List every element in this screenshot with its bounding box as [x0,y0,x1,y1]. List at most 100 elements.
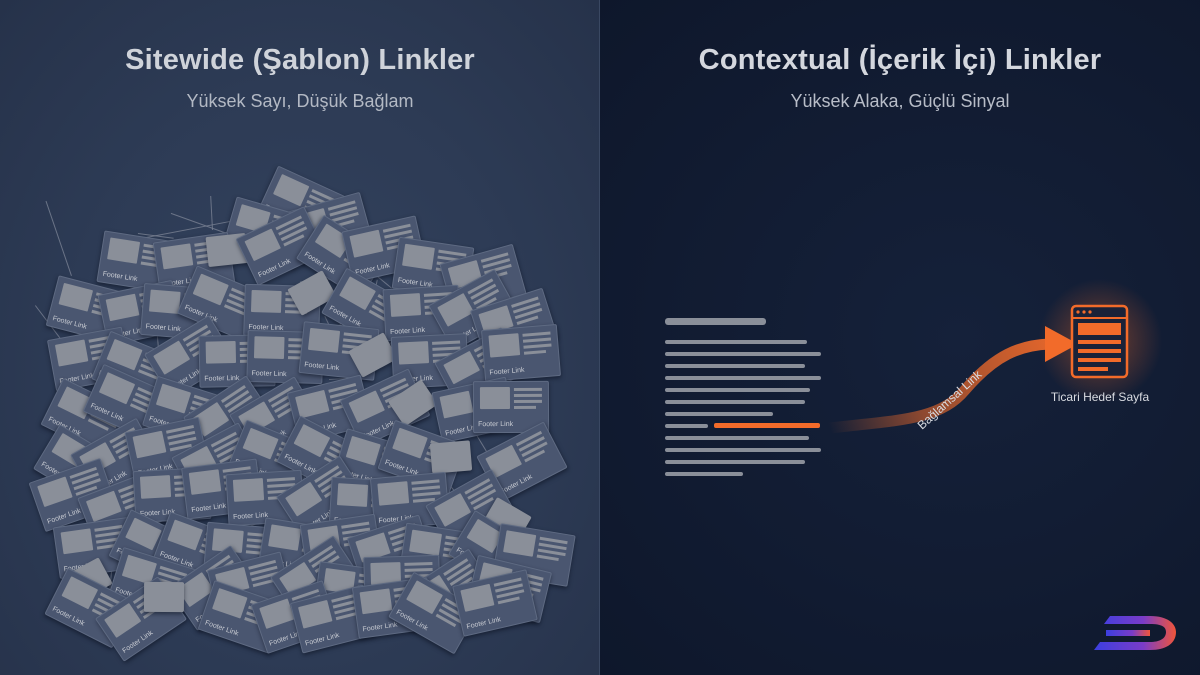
card-thumbnail [37,476,73,507]
footer-link-caption: Footer Link [251,369,287,378]
footer-link-caption: Footer Link [304,361,340,373]
footer-link-caption: Footer Link [121,629,155,656]
card-thumbnail [409,529,443,556]
article-line [665,376,821,380]
card-thumbnail [359,588,393,615]
footer-link-caption: Footer Link [204,619,240,638]
contextual-link-arrow [824,338,1056,434]
footer-link-caption: Footer Link [191,502,227,515]
link-connector-line [45,200,73,276]
card-thumbnail [105,293,140,321]
card-text-line [536,554,559,561]
article-line [665,352,821,356]
footer-link-card: Footer Link [429,440,473,474]
panel-divider [599,0,600,675]
target-page-label: Ticari Hedef Sayfa [1050,390,1150,404]
contextual-subtitle: Yüksek Alaka, Güçlü Sinyal [790,91,1010,111]
card-thumbnail [106,237,140,264]
card-thumbnail [152,340,191,375]
card-thumbnail [192,273,229,306]
card-thumbnail [488,333,521,358]
card-thumbnail [339,276,377,311]
card-text-line [412,490,441,497]
article-line [665,472,743,476]
card-thumbnail [293,424,331,458]
footer-link-caption: Footer Link [361,622,398,634]
card-thumbnail [106,338,143,371]
contextual-link-diagram: Bağlamsal Link [665,279,1162,476]
brand-logo-icon [1094,616,1176,650]
card-text-line [513,387,542,392]
article-line [665,424,708,428]
article-line [665,364,805,368]
article-line [665,400,805,404]
card-thumbnail [284,481,322,517]
card-thumbnail [349,229,384,258]
card-thumbnail [54,339,89,367]
footer-link-caption: Footer Link [304,631,340,648]
footer-link-caption: Footer Link [232,511,268,521]
card-thumbnail [336,483,369,508]
card-thumbnail [212,588,248,619]
card-thumbnail [401,243,435,270]
card-thumbnail [437,293,474,327]
card-text-line [523,337,552,343]
article-line [665,460,805,464]
card-text-line [432,340,461,345]
card-thumbnail [479,387,510,410]
card-thumbnail [443,350,481,385]
card-thumbnail [273,173,310,207]
card-thumbnail [345,435,381,466]
card-thumbnail [58,282,94,312]
card-thumbnail [308,328,341,354]
arrow-label: Bağlamsal Link [915,367,986,433]
card-thumbnail [166,519,203,551]
footer-link-caption: Footer Link [51,605,86,628]
card-text-line [497,596,521,605]
card-thumbnail [232,478,264,502]
card-text-line [513,405,536,410]
card-thumbnail [398,340,430,365]
card-thumbnail [149,289,182,314]
footer-link-card: Footer Link [481,323,562,382]
card-thumbnail [268,523,302,551]
footer-link-caption: Footer Link [477,421,514,429]
card-text-line [513,399,542,404]
card-thumbnail [460,583,495,612]
card-thumbnail [297,599,333,629]
article-line [665,436,809,440]
article-line [665,340,807,344]
footer-link-caption: Footer Link [257,258,293,280]
card-thumbnail [253,336,285,359]
card-thumbnail [295,389,330,419]
card-text-line [513,393,542,398]
article-line [665,388,810,392]
footer-link-caption: Footer Link [101,270,138,283]
card-thumbnail [389,292,422,317]
footer-link-card: Footer Link [143,582,185,613]
card-text-line [412,484,441,491]
card-thumbnail [160,243,194,270]
card-text-line [411,478,440,485]
card-thumbnail [502,529,537,557]
sitewide-panel: Sitewide (Şablon) Linkler Yüksek Sayı, D… [0,0,600,675]
web-page-icon [1070,304,1129,379]
card-text-line [524,349,547,355]
card-thumbnail [188,469,222,495]
card-thumbnail [60,528,93,555]
card-thumbnail [250,290,282,314]
card-thumbnail [242,427,279,460]
card-thumbnail [61,576,99,610]
card-thumbnail [377,480,410,506]
card-thumbnail [244,228,282,262]
card-thumbnail [155,383,191,414]
contextual-title: Contextual (İçerik İçi) Linkler [698,44,1102,76]
card-thumbnail [139,474,171,499]
article-heading-bar [665,318,766,325]
card-text-line [266,477,295,482]
sitewide-title: Sitewide (Şablon) Linkler [125,44,475,76]
card-thumbnail [406,580,443,615]
footer-link-caption: Footer Link [52,315,88,331]
card-text-line [523,343,552,349]
article-text-block [665,318,821,476]
